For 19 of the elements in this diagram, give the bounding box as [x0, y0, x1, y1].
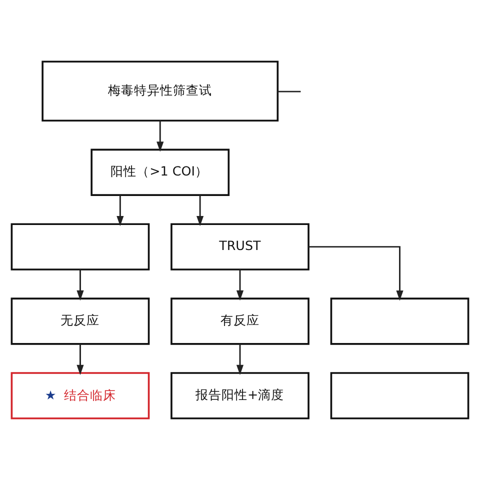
node-box — [330, 372, 470, 420]
arrow — [196, 195, 204, 226]
arrow — [76, 270, 84, 301]
node-box — [10, 223, 150, 270]
node-box — [330, 298, 470, 345]
node-box: TRUST — [170, 223, 310, 270]
node-box: ★ 结合临床 — [10, 372, 150, 420]
arrow — [308, 246, 404, 301]
arrow — [156, 120, 164, 152]
arrow — [236, 270, 244, 301]
arrow — [116, 195, 124, 226]
arrow — [76, 344, 84, 376]
node-box: 报告阳性+滴度 — [170, 372, 310, 420]
connector — [278, 90, 301, 92]
arrow — [236, 344, 244, 376]
node-box: 无反应 — [10, 298, 150, 345]
node-box: 梅毒特异性筛查试 — [42, 60, 279, 122]
node-box: 有反应 — [170, 298, 310, 345]
node-box: 阳性（>1 COI） — [90, 148, 230, 196]
